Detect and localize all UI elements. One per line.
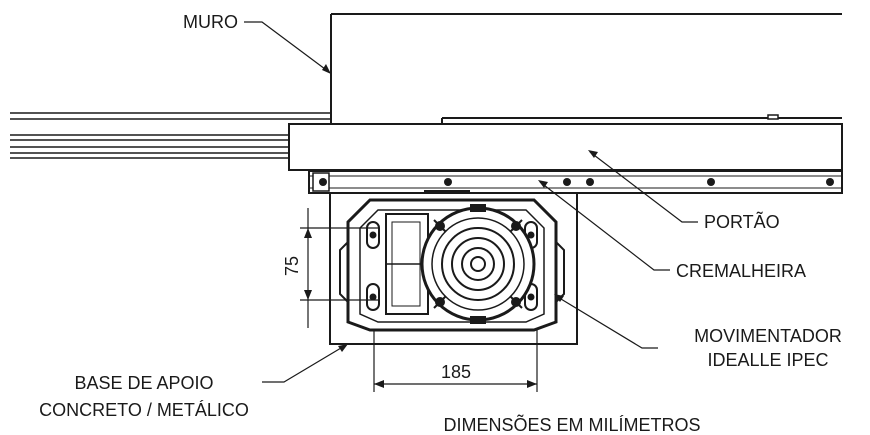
label-cremalheira: CREMALHEIRA [676,261,806,281]
rack-bolts [319,178,834,186]
wall [330,13,842,124]
leader-lines [244,21,698,383]
gate [288,114,843,171]
units-note: DIMENSÕES EM MILÍMETROS [443,414,700,435]
dimension-height [300,208,378,328]
rack [308,170,843,196]
motor-unit [339,198,565,332]
label-base-line1: BASE DE APOIO [74,373,213,393]
label-movimentador-line1: MOVIMENTADOR [694,326,842,346]
label-muro: MURO [183,12,238,32]
label-movimentador-line2: IDEALLE IPEC [707,350,828,370]
dimension-width-value: 185 [441,362,471,382]
dimension-width [373,330,538,392]
label-base-line2: CONCRETO / METÁLICO [39,400,249,420]
label-portao: PORTÃO [704,211,780,232]
rail-lines [10,112,331,159]
dimension-height-value: 75 [282,256,302,276]
